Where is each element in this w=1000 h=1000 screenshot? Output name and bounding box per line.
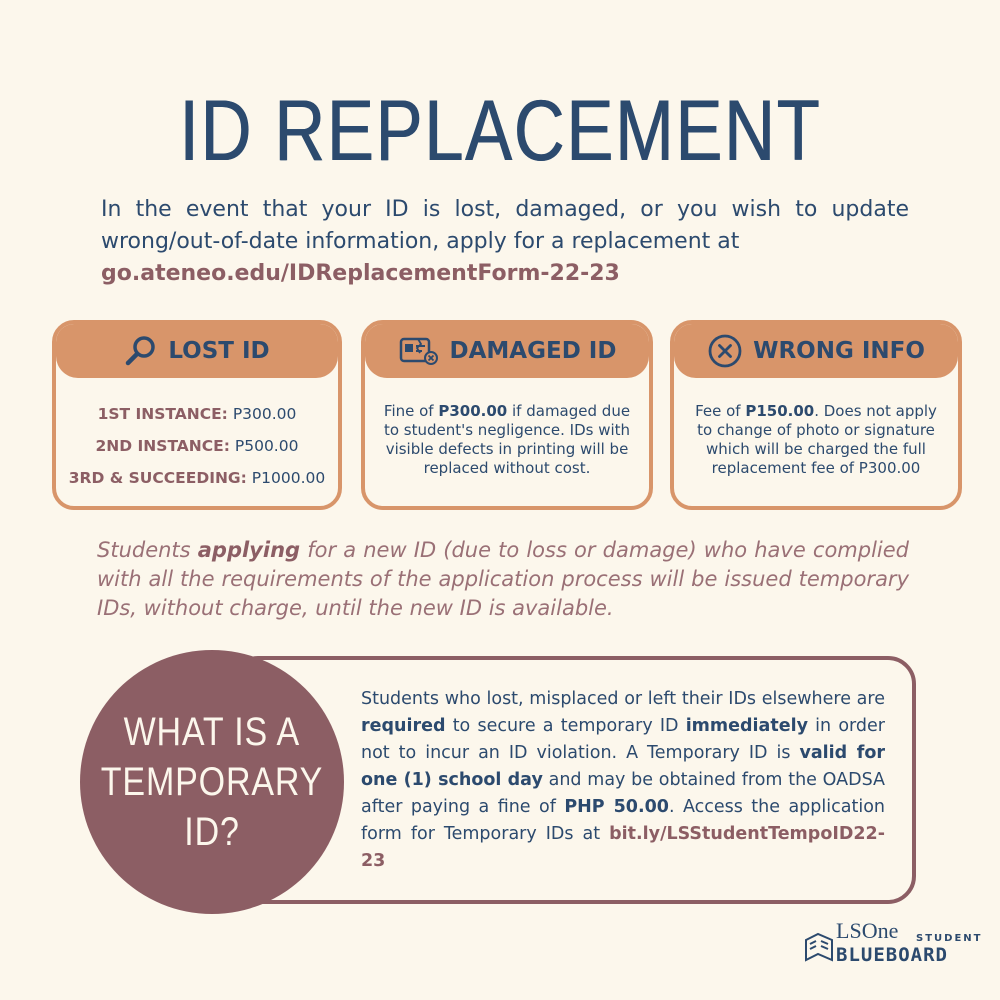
temporary-heading-line1: WHAT IS A xyxy=(123,710,301,754)
note-text: Students xyxy=(97,538,198,562)
wrong-info-header: WRONG INFO xyxy=(674,324,958,378)
lost-id-card: LOST ID 1ST INSTANCE: P300.00 2ND INSTAN… xyxy=(52,320,342,510)
wrong-info-card: WRONG INFO Fee of P150.00. Does not appl… xyxy=(670,320,962,510)
ls-one-student-blueboard-logo: LSOne STUDENT BLUEBOARD xyxy=(804,918,980,968)
fee-label: 1ST INSTANCE: xyxy=(97,405,228,423)
temp-text: and may be obtained from the OADSA after… xyxy=(361,770,885,817)
temporary-id-note: Students applying for a new ID (due to l… xyxy=(97,536,909,623)
temp-text: in order not to incur an ID violation. A… xyxy=(361,716,885,763)
page-title: ID REPLACEMENT xyxy=(178,83,822,179)
magnifier-icon xyxy=(126,336,156,366)
fee-value: P300.00 xyxy=(232,405,297,423)
temporary-id-box xyxy=(230,656,916,904)
damaged-fine-amount: P300.00 xyxy=(438,402,508,420)
damaged-id-card: DAMAGED ID Fine of P300.00 if damaged du… xyxy=(361,320,653,510)
damaged-text: Fine of xyxy=(383,402,439,420)
logo-one-text: One xyxy=(861,918,899,943)
wrong-fee-amount: P150.00 xyxy=(745,402,815,420)
temp-bold: required xyxy=(361,716,446,736)
wrong-info-title: WRONG INFO xyxy=(753,338,925,364)
damaged-id-header: DAMAGED ID xyxy=(365,324,649,378)
blueboard-logo-icon xyxy=(805,932,833,962)
fee-row: 2ND INSTANCE: P500.00 xyxy=(68,430,326,462)
fee-row: 1ST INSTANCE: P300.00 xyxy=(68,398,326,430)
fee-value: P500.00 xyxy=(234,437,299,455)
damaged-id-description: Fine of P300.00 if damaged due to studen… xyxy=(365,378,649,478)
intro-text: In the event that your ID is lost, damag… xyxy=(101,197,909,254)
fee-value: P1000.00 xyxy=(251,469,326,487)
lost-id-title: LOST ID xyxy=(168,338,270,364)
temp-bold: immediately xyxy=(685,716,808,736)
logo-ls-text: LS xyxy=(836,918,862,943)
temp-bold: PHP 50.00 xyxy=(564,797,669,817)
temporary-id-description: Students who lost, misplaced or left the… xyxy=(361,686,885,875)
wrong-text: Fee of xyxy=(695,402,746,420)
temp-text: . Access the application form for Tempor… xyxy=(361,797,885,844)
lost-id-header: LOST ID xyxy=(56,324,338,378)
damaged-id-title: DAMAGED ID xyxy=(449,338,617,364)
temp-bold: valid for one (1) school day xyxy=(361,743,885,790)
replacement-form-link[interactable]: go.ateneo.edu/IDReplacementForm-22-23 xyxy=(101,261,620,286)
damaged-card-icon xyxy=(399,337,438,365)
logo-blueboard: BLUEBOARD xyxy=(836,944,948,966)
intro-paragraph: In the event that your ID is lost, damag… xyxy=(101,194,909,290)
temporary-id-heading-circle: WHAT IS A TEMPORARY ID? xyxy=(80,650,344,914)
x-circle-icon xyxy=(708,334,742,368)
fee-label: 3RD & SUCCEEDING: xyxy=(68,469,247,487)
temp-text: Students who lost, misplaced or left the… xyxy=(361,689,885,709)
note-text: for a new ID (due to loss or damage) who… xyxy=(97,538,909,620)
temp-text: to secure a temporary ID xyxy=(445,716,686,736)
note-bold: applying xyxy=(197,538,301,562)
wrong-text: . Does not apply to change of photo or s… xyxy=(697,402,937,477)
lost-id-fees: 1ST INSTANCE: P300.00 2ND INSTANCE: P500… xyxy=(56,378,338,494)
logo-ls: LSOne xyxy=(836,918,898,944)
wrong-info-description: Fee of P150.00. Does not apply to change… xyxy=(674,378,958,478)
fee-row: 3RD & SUCCEEDING: P1000.00 xyxy=(68,462,326,494)
damaged-text: if damaged due to student's negligence. … xyxy=(383,402,631,477)
temporary-heading-line2: TEMPORARY ID? xyxy=(100,760,324,854)
logo-student: STUDENT xyxy=(916,933,983,944)
fee-label: 2ND INSTANCE: xyxy=(95,437,230,455)
temporary-id-form-link[interactable]: bit.ly/LSStudentTempoID22-23 xyxy=(361,824,885,871)
